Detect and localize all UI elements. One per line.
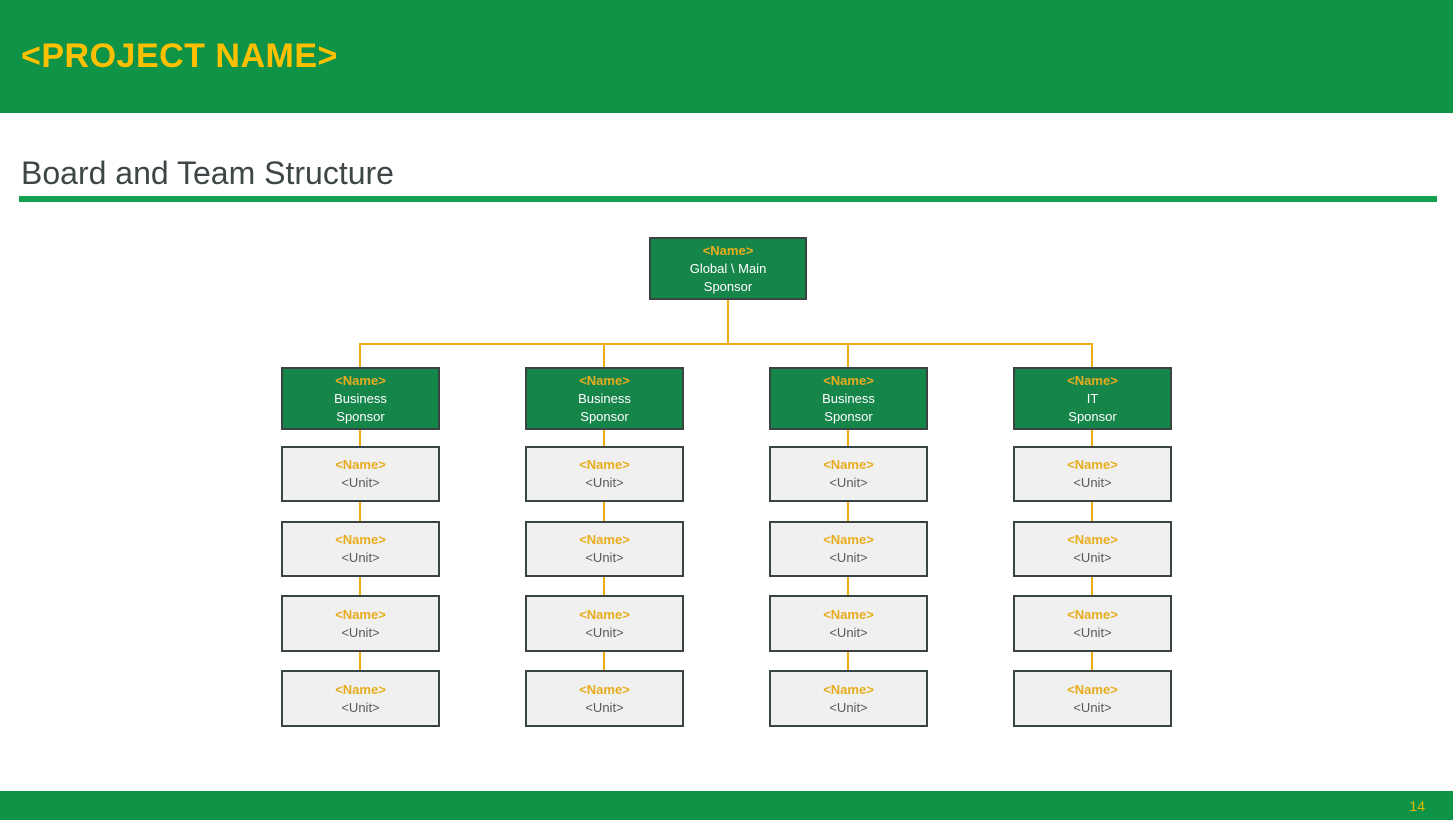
box-role-line: Global \ Main xyxy=(689,260,767,276)
connector-column-spine xyxy=(847,429,849,726)
org-box-member[interactable]: <Name> <Unit> xyxy=(769,521,928,577)
box-role-line: Business xyxy=(334,390,387,406)
box-role-line: Sponsor xyxy=(1068,408,1117,424)
box-name: <Name> xyxy=(1067,681,1118,697)
box-role-line: Sponsor xyxy=(824,408,873,424)
connector-column-spine xyxy=(603,429,605,726)
org-box-sponsor[interactable]: <Name> Business Sponsor xyxy=(769,367,928,430)
box-name: <Name> xyxy=(1067,372,1118,388)
connector-column-spine xyxy=(1091,429,1093,726)
box-unit: <Unit> xyxy=(341,624,380,640)
org-box-member[interactable]: <Name> <Unit> xyxy=(281,521,440,577)
org-box-member[interactable]: <Name> <Unit> xyxy=(525,521,684,577)
connector-column-stem xyxy=(359,343,361,368)
box-unit: <Unit> xyxy=(341,699,380,715)
box-name: <Name> xyxy=(335,532,386,547)
box-name: <Name> xyxy=(823,457,874,472)
box-name: <Name> xyxy=(579,681,630,697)
box-unit: <Unit> xyxy=(585,699,624,715)
org-box-member[interactable]: <Name> <Unit> xyxy=(281,446,440,502)
box-role-line: Business xyxy=(578,390,631,406)
box-role-line: Business xyxy=(822,390,875,406)
box-name: <Name> xyxy=(335,681,386,697)
title-underline xyxy=(19,196,1437,202)
footer-bar: 14 xyxy=(0,791,1453,820)
box-unit: <Unit> xyxy=(829,699,868,715)
box-unit: <Unit> xyxy=(829,475,868,490)
box-unit: <Unit> xyxy=(585,624,624,640)
box-name: <Name> xyxy=(702,242,754,258)
box-unit: <Unit> xyxy=(585,550,624,565)
box-name: <Name> xyxy=(823,532,874,547)
box-name: <Name> xyxy=(579,372,630,388)
connector-column-stem xyxy=(1091,343,1093,368)
org-box-member[interactable]: <Name> <Unit> xyxy=(769,446,928,502)
box-unit: <Unit> xyxy=(1073,624,1112,640)
box-name: <Name> xyxy=(335,372,386,388)
box-unit: <Unit> xyxy=(341,475,380,490)
org-box-member[interactable]: <Name> <Unit> xyxy=(525,595,684,652)
org-box-sponsor[interactable]: <Name> IT Sponsor xyxy=(1013,367,1172,430)
org-box-member[interactable]: <Name> <Unit> xyxy=(525,446,684,502)
box-name: <Name> xyxy=(335,606,386,622)
box-unit: <Unit> xyxy=(341,550,380,565)
box-unit: <Unit> xyxy=(1073,475,1112,490)
box-unit: <Unit> xyxy=(1073,550,1112,565)
org-box-member[interactable]: <Name> <Unit> xyxy=(525,670,684,727)
page-number: 14 xyxy=(1409,797,1425,814)
box-name: <Name> xyxy=(579,532,630,547)
box-name: <Name> xyxy=(335,457,386,472)
box-name: <Name> xyxy=(579,457,630,472)
org-box-member[interactable]: <Name> <Unit> xyxy=(1013,446,1172,502)
org-box-member[interactable]: <Name> <Unit> xyxy=(1013,521,1172,577)
connector-column-spine xyxy=(359,429,361,726)
header-bar: <PROJECT NAME> xyxy=(0,0,1453,113)
box-name: <Name> xyxy=(1067,457,1118,472)
box-unit: <Unit> xyxy=(829,624,868,640)
box-name: <Name> xyxy=(823,606,874,622)
box-role-line: Sponsor xyxy=(336,408,385,424)
box-role-line: IT xyxy=(1086,390,1099,406)
org-box-member[interactable]: <Name> <Unit> xyxy=(769,670,928,727)
connector-horizontal-bar xyxy=(359,343,1093,345)
box-name: <Name> xyxy=(1067,606,1118,622)
org-box-member[interactable]: <Name> <Unit> xyxy=(1013,670,1172,727)
box-role-line: Sponsor xyxy=(703,278,753,294)
org-box-member[interactable]: <Name> <Unit> xyxy=(769,595,928,652)
org-box-member[interactable]: <Name> <Unit> xyxy=(1013,595,1172,652)
box-role-line: Sponsor xyxy=(580,408,629,424)
connector-column-stem xyxy=(603,343,605,368)
connector-column-stem xyxy=(847,343,849,368)
org-box-member[interactable]: <Name> <Unit> xyxy=(281,595,440,652)
org-box-sponsor[interactable]: <Name> Business Sponsor xyxy=(281,367,440,430)
slide-title: Board and Team Structure xyxy=(21,155,394,191)
box-name: <Name> xyxy=(1067,532,1118,547)
project-title: <PROJECT NAME> xyxy=(21,37,338,75)
org-box-member[interactable]: <Name> <Unit> xyxy=(281,670,440,727)
org-box-root-sponsor[interactable]: <Name> Global \ Main Sponsor xyxy=(649,237,807,300)
box-unit: <Unit> xyxy=(1073,699,1112,715)
box-unit: <Unit> xyxy=(585,475,624,490)
org-box-sponsor[interactable]: <Name> Business Sponsor xyxy=(525,367,684,430)
box-unit: <Unit> xyxy=(829,550,868,565)
box-name: <Name> xyxy=(579,606,630,622)
connector-root-stem xyxy=(727,300,729,344)
box-name: <Name> xyxy=(823,681,874,697)
box-name: <Name> xyxy=(823,372,874,388)
